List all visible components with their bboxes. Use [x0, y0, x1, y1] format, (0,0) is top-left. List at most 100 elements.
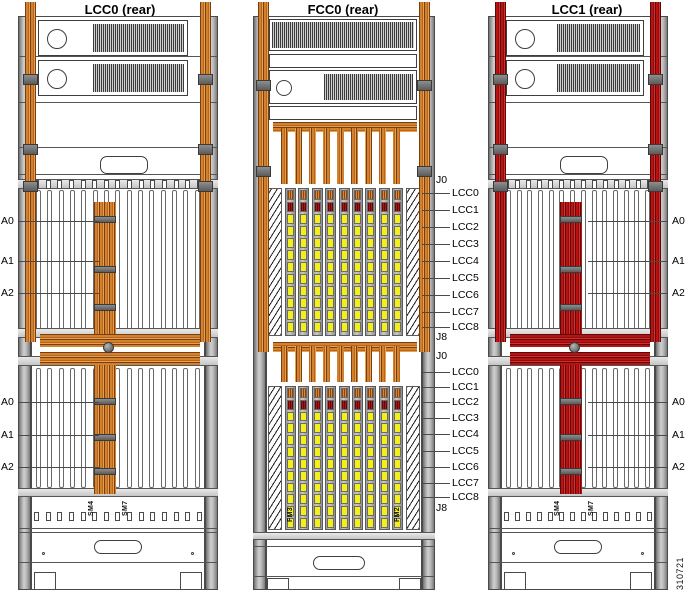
connector-column [338, 386, 350, 530]
connector-column [285, 188, 296, 336]
callout-lcc7-upper: LCC7 [452, 306, 479, 318]
callout-lcc0-lower: LCC0 [452, 366, 479, 378]
callout-a0-lower: A0 [1, 396, 14, 408]
callout-j8-upper: J8 [436, 331, 448, 343]
power-shelf-top [269, 19, 417, 51]
cable-junction-hub [103, 342, 114, 353]
cable-fanout-upper [40, 334, 200, 347]
power-module-upper [38, 20, 188, 56]
cable-run-right [200, 2, 211, 342]
cable-clamp [256, 166, 271, 177]
callout-lcc4-upper: LCC4 [452, 255, 479, 267]
callout-a2-lower: A2 [1, 461, 14, 473]
callout-lcc6-upper: LCC6 [452, 289, 479, 301]
rack-handle [100, 156, 148, 174]
connector-column [392, 188, 403, 336]
screw-dot [512, 552, 515, 555]
cable-clamp [198, 74, 213, 85]
power-module-lower [506, 60, 644, 96]
callout-lcc5-upper: LCC5 [452, 272, 479, 284]
rack-title-lcc0: LCC0 (rear) [84, 2, 156, 17]
vent-grille [272, 22, 414, 48]
callout-a0-lower-right: A0 [672, 396, 685, 408]
callout-lcc5-lower: LCC5 [452, 445, 479, 457]
cable-clamp [560, 468, 582, 475]
rack-foot-left [267, 578, 289, 590]
cable-fanout-lower [510, 352, 650, 365]
callout-lcc4-lower: LCC4 [452, 428, 479, 440]
callout-j8-lower: J8 [436, 502, 448, 514]
vent-grille [93, 64, 184, 92]
callout-lcc2-upper: LCC2 [452, 221, 479, 233]
cable-clamp [94, 468, 116, 475]
rack-lcc0: SM4 SM7 [18, 2, 218, 590]
connector-column [325, 188, 337, 336]
bottom-connector-row [504, 512, 652, 521]
cable-clamp [648, 74, 663, 85]
connector-column [351, 386, 363, 530]
connector-column [365, 386, 377, 530]
breaker-strip [269, 106, 417, 120]
callout-a2-upper-right: A2 [672, 287, 685, 299]
vent-grille [557, 64, 640, 92]
callout-a1-upper: A1 [1, 255, 14, 267]
figure-id: 310721 [675, 556, 685, 590]
callout-lcc3-lower: LCC3 [452, 412, 479, 424]
vent-grille [557, 24, 640, 52]
callout-lcc8-upper: LCC8 [452, 321, 479, 333]
callout-a1-lower-right: A1 [672, 429, 685, 441]
callout-a0-upper-right: A0 [672, 215, 685, 227]
connector-column [351, 188, 363, 336]
cable-clamp [23, 181, 38, 192]
rack-handle [560, 156, 608, 174]
cable-clamp [493, 74, 508, 85]
module-label-fm3: FM3 [287, 507, 294, 522]
cable-run-left [258, 2, 269, 352]
callout-lcc6-lower: LCC6 [452, 461, 479, 473]
cable-fanout-top [273, 122, 417, 132]
module-label-sm4: SM4 [554, 500, 561, 516]
cable-bundle-center-lower [94, 354, 116, 494]
side-panel-hatched-upper-right [406, 188, 420, 336]
callout-a2-lower-right: A2 [672, 461, 685, 473]
card-slots-lower [36, 368, 200, 488]
fan-circle-icon [47, 69, 67, 89]
connector-column [298, 386, 310, 530]
fan-circle-icon [47, 29, 67, 49]
connector-column [311, 188, 323, 336]
power-module [269, 70, 417, 104]
rack-handle-bottom [554, 540, 602, 554]
cable-fanout-lower [40, 352, 200, 365]
fan-circle-icon [515, 29, 535, 49]
cable-clamp [493, 144, 508, 155]
connector-column [392, 386, 403, 530]
cable-run-right [650, 2, 661, 342]
side-panel-hatched-lower-right [406, 386, 420, 530]
vent-grille [93, 24, 184, 52]
side-panel-hatched-lower [268, 386, 282, 530]
rack-foot-right [399, 578, 421, 590]
connector-column [325, 386, 337, 530]
cable-clamp [94, 304, 116, 311]
callout-a1-lower: A1 [1, 429, 14, 441]
side-panel-hatched-upper [268, 188, 282, 336]
rack-title-lcc1: LCC1 (rear) [551, 2, 623, 17]
card-cage-bottom-rail [18, 488, 218, 497]
module-label-fm2: FM2 [394, 507, 401, 522]
callout-lcc3-upper: LCC3 [452, 238, 479, 250]
power-module-upper [506, 20, 644, 56]
connector-grid-lower [285, 386, 403, 530]
cable-drops-upper [281, 128, 407, 184]
connector-column [365, 188, 377, 336]
rack-title-fcc0: FCC0 (rear) [307, 2, 379, 17]
cable-clamp [560, 398, 582, 405]
cable-clamp [560, 434, 582, 441]
base-rail [253, 532, 435, 540]
vent-grille [324, 74, 413, 100]
card-cage-connector-row [504, 180, 652, 189]
callout-lcc1-lower: LCC1 [452, 381, 479, 393]
cable-clamp [94, 266, 116, 273]
cable-clamp [417, 80, 432, 91]
breaker-strip [269, 54, 417, 68]
